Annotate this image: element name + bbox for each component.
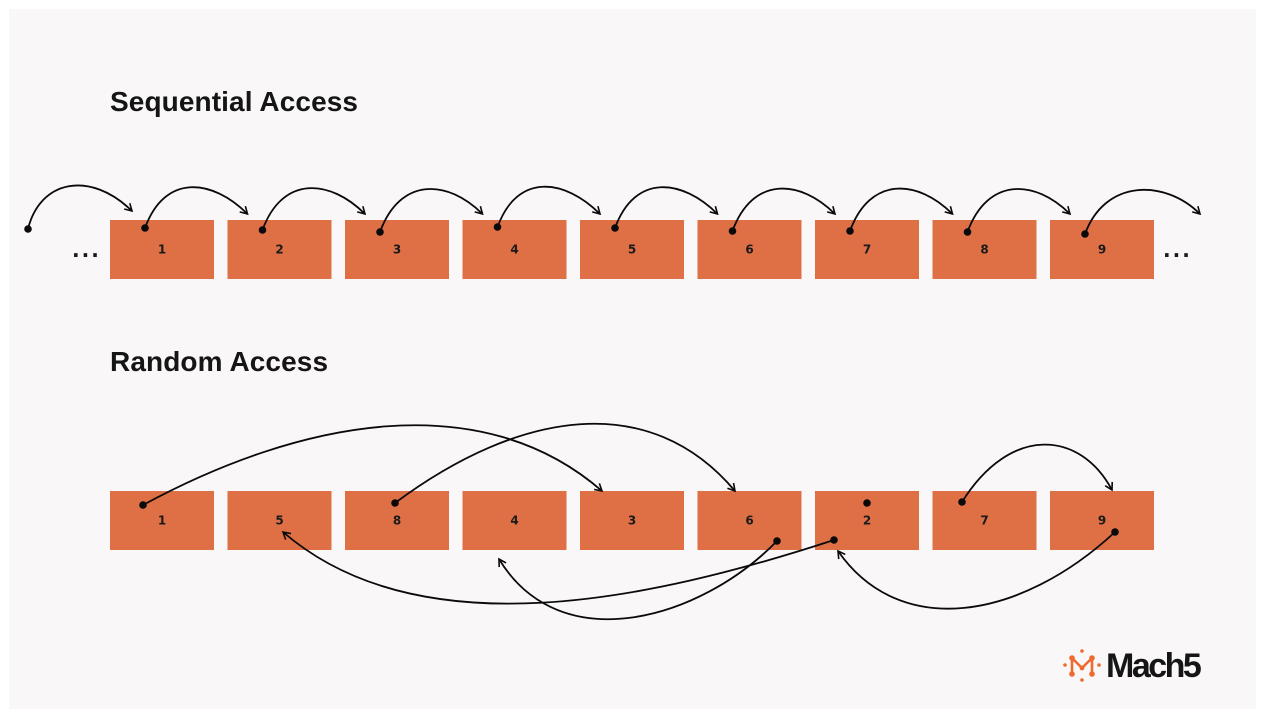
random-box-rect bbox=[110, 491, 214, 550]
random-arc-6-to-4 bbox=[498, 540, 778, 620]
random-box-rect bbox=[1050, 491, 1154, 550]
random-box-label: 2 bbox=[863, 514, 871, 528]
sequential-box-7: 7 bbox=[815, 220, 919, 279]
sequential-arc-entry bbox=[27, 184, 134, 230]
sequential-box-4: 4 bbox=[462, 220, 567, 279]
random-row: 1 5 8 4 3 6 2 7 9 bbox=[110, 491, 1154, 550]
sequential-box-label: 3 bbox=[393, 243, 401, 257]
sequential-box-label: 2 bbox=[275, 243, 283, 257]
random-arcs bbox=[139, 422, 1119, 620]
sequential-arc-2 bbox=[261, 187, 367, 231]
random-box-label: 3 bbox=[628, 514, 636, 528]
random-box-label: 6 bbox=[745, 514, 753, 528]
mach5-logo: Mach5 bbox=[1062, 647, 1202, 685]
sequential-box-label: 1 bbox=[158, 243, 166, 257]
sequential-arc-4 bbox=[496, 185, 602, 228]
sequential-box-3: 3 bbox=[345, 220, 449, 279]
random-access-title: Random Access bbox=[110, 346, 329, 377]
random-box-4: 4 bbox=[462, 491, 567, 550]
sequential-arc-9 bbox=[1084, 188, 1202, 235]
sequential-arcs bbox=[24, 184, 1202, 238]
mach5-logo-icon bbox=[1063, 649, 1101, 682]
sequential-box-1: 1 bbox=[110, 220, 214, 279]
sequential-box-rect bbox=[697, 220, 802, 279]
sequential-box-label: 4 bbox=[510, 243, 518, 257]
sequential-box-2: 2 bbox=[227, 220, 332, 279]
random-box-label: 1 bbox=[158, 514, 166, 528]
random-arc-1-to-3 bbox=[142, 424, 604, 506]
random-box-label: 9 bbox=[1098, 514, 1106, 528]
random-box-7: 7 bbox=[932, 491, 1037, 550]
sequential-arc-5 bbox=[614, 186, 719, 229]
random-box-rect bbox=[462, 491, 567, 550]
random-box-label: 4 bbox=[510, 514, 518, 528]
random-box-label: 7 bbox=[980, 514, 988, 528]
ellipsis-right: ... bbox=[1163, 238, 1192, 262]
sequential-box-rect bbox=[932, 220, 1037, 279]
sequential-box-9: 9 bbox=[1050, 220, 1154, 279]
random-arc-8-to-6 bbox=[394, 422, 737, 504]
sequential-box-label: 5 bbox=[628, 243, 636, 257]
sequential-row: ... ... 1 2 3 4 5 6 7 8 9 bbox=[72, 220, 1192, 279]
sequential-box-rect bbox=[110, 220, 214, 279]
random-box-rect bbox=[580, 491, 684, 550]
sequential-box-label: 6 bbox=[745, 243, 753, 257]
sequential-arc-7 bbox=[849, 187, 954, 232]
sequential-arc-6 bbox=[731, 187, 837, 232]
sequential-box-5: 5 bbox=[580, 220, 684, 279]
sequential-box-label: 9 bbox=[1098, 243, 1106, 257]
sequential-box-8: 8 bbox=[932, 220, 1037, 279]
sequential-box-6: 6 bbox=[697, 220, 802, 279]
sequential-box-rect bbox=[227, 220, 332, 279]
random-dot-2-top bbox=[863, 499, 871, 507]
mach5-logo-text: Mach5 bbox=[1106, 647, 1202, 685]
sequential-arc-3 bbox=[379, 188, 484, 233]
sequential-box-rect bbox=[815, 220, 919, 279]
ellipsis-left: ... bbox=[72, 238, 101, 262]
random-box-9: 9 bbox=[1050, 491, 1154, 550]
sequential-arc-1 bbox=[144, 186, 249, 229]
random-arc-2-to-5 bbox=[281, 530, 835, 605]
random-arc-7-to-9 bbox=[961, 443, 1114, 503]
random-box-label: 5 bbox=[275, 514, 283, 528]
random-box-3: 3 bbox=[580, 491, 684, 550]
random-box-6: 6 bbox=[697, 491, 802, 550]
random-box-rect bbox=[697, 491, 802, 550]
random-box-label: 8 bbox=[393, 514, 401, 528]
sequential-box-label: 8 bbox=[980, 243, 988, 257]
sequential-box-rect bbox=[580, 220, 684, 279]
sequential-box-label: 7 bbox=[863, 243, 871, 257]
sequential-box-rect bbox=[345, 220, 449, 279]
sequential-arc-8 bbox=[966, 188, 1072, 233]
random-box-5: 5 bbox=[227, 491, 332, 550]
sequential-access-title: Sequential Access bbox=[110, 86, 359, 117]
random-box-rect bbox=[932, 491, 1037, 550]
sequential-box-rect bbox=[1050, 220, 1154, 279]
random-box-rect bbox=[227, 491, 332, 550]
sequential-box-rect bbox=[462, 220, 567, 279]
random-arc-9-to-2 bbox=[837, 531, 1116, 610]
random-box-1: 1 bbox=[110, 491, 214, 550]
